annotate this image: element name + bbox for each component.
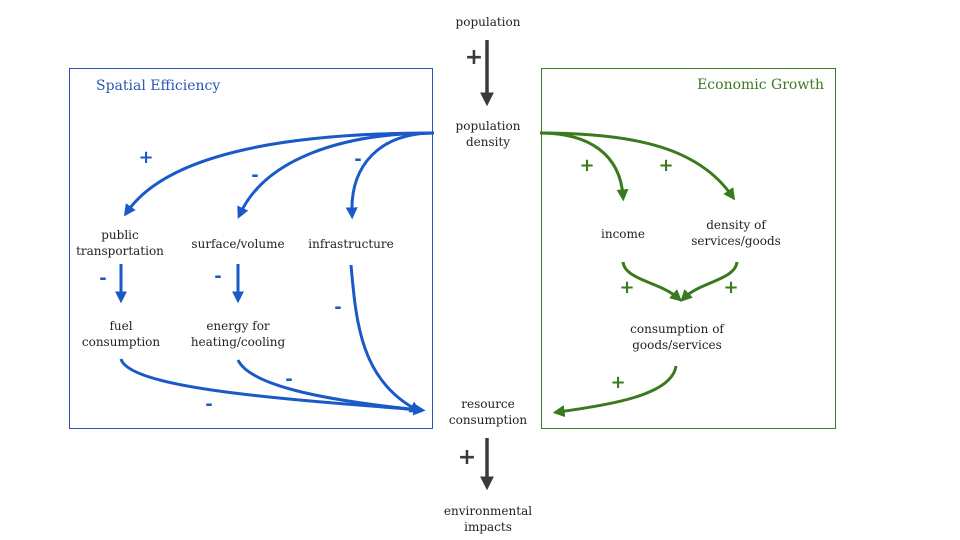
sign-fuel-to-resource: - [205, 394, 213, 415]
arrow-fuel-to-resource [119, 358, 426, 416]
node-energy-heating-cooling: energy for heating/cooling [190, 319, 286, 349]
node-population-density: population density [455, 119, 521, 149]
node-fuel-consumption: fuel consumption [81, 319, 161, 349]
sign-infrastructure-to-resource: - [334, 297, 342, 318]
node-resource-consumption: resource consumption [448, 397, 528, 427]
node-infrastructure: infrastructure [308, 237, 394, 251]
sign-density-to-services: + [658, 155, 674, 176]
arrow-consumption-to-resource [552, 365, 678, 418]
arrow-density-to-public-transport [123, 131, 435, 217]
sign-density-to-public-transport: + [138, 147, 154, 168]
node-surface-volume: surface/volume [191, 237, 285, 251]
economic-growth-title: Economic Growth [697, 77, 824, 93]
sign-surface-volume-to-energy: - [214, 266, 222, 287]
sign-density-to-surface-volume: - [251, 165, 259, 186]
arrow-infrastructure-to-resource [349, 264, 422, 413]
node-environmental-impacts: environmental impacts [443, 504, 533, 534]
sign-services-to-consumption: + [723, 277, 739, 298]
sign-resource-to-impacts: + [457, 445, 477, 470]
sign-energy-to-resource: - [285, 369, 293, 390]
arrow-income-to-consumption [621, 261, 683, 302]
arrow-density-to-services [539, 131, 736, 201]
arrow-services-to-consumption [680, 261, 739, 302]
sign-density-to-income: + [579, 155, 595, 176]
sign-consumption-to-resource: + [610, 372, 626, 393]
arrow-density-to-infrastructure [345, 131, 435, 220]
sign-public-transport-to-fuel: - [99, 268, 107, 289]
arrow-density-to-surface-volume [237, 131, 435, 219]
sign-income-to-consumption: + [619, 277, 635, 298]
spatial-efficiency-title: Spatial Efficiency [96, 78, 221, 94]
sign-pop-to-density: + [464, 45, 484, 70]
node-income: income [601, 227, 645, 241]
node-population: population [455, 15, 521, 29]
arrow-energy-to-resource [236, 359, 426, 416]
economic-growth-box [541, 68, 836, 429]
node-consumption-goods-services: consumption of goods/services [630, 322, 724, 352]
sign-density-to-infrastructure: - [354, 149, 362, 170]
node-density-services-goods: density of services/goods [691, 218, 781, 248]
node-public-transportation: public transportation [76, 228, 164, 258]
spatial-efficiency-box [69, 68, 433, 429]
